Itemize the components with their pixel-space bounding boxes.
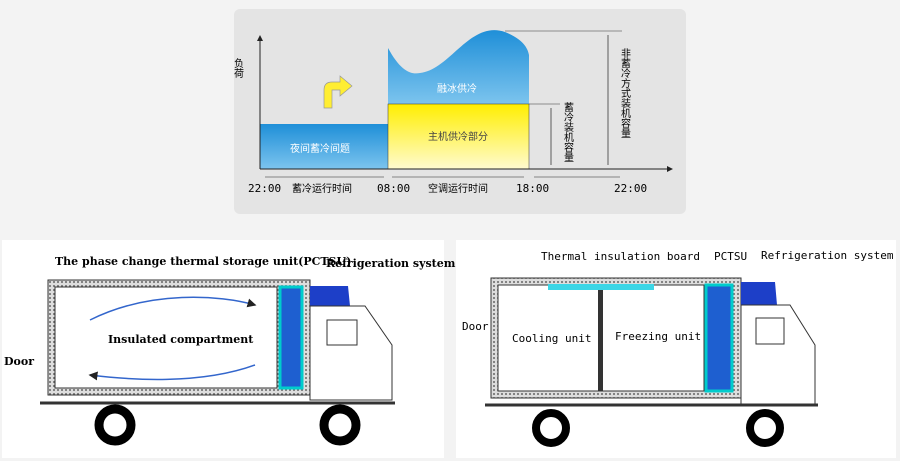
chiller-area — [387, 103, 530, 170]
yellow-arrow-icon — [323, 75, 353, 109]
refrigeration-unit — [310, 286, 350, 306]
storage-period-label: 蓄冷运行时间 — [292, 182, 352, 195]
truck-diagram-2: Thermal insulation board PCTSU Refrigera… — [456, 240, 896, 458]
load-chart-panel: 负荷 夜间蓄冷间题 融冰供冷 主机供冷部分 蓄冷装机容量 非蓄冷方式装机容量 2… — [232, 9, 686, 214]
insulation-board — [548, 284, 654, 290]
cooling-label: Cooling unit — [512, 332, 591, 345]
chiller-label: 主机供冷部分 — [428, 130, 488, 143]
night-storage-label: 夜间蓄冷间题 — [290, 142, 350, 155]
y-axis-label: 负荷 — [232, 57, 244, 79]
wheel — [319, 404, 361, 446]
pctsu-unit — [278, 285, 304, 390]
ice-melt-label: 融冰供冷 — [437, 82, 477, 95]
door-label: Door — [462, 320, 489, 333]
pctsu-label: PCTSU — [714, 250, 747, 263]
door-label: Door — [4, 355, 34, 368]
non-storage-capacity-label: 非蓄冷方式装机容量 — [619, 48, 631, 138]
compartment-label: Insulated compartment — [108, 333, 254, 346]
refrigeration-label: Refrigeration system — [761, 249, 894, 262]
time-tick: 22:00 — [248, 182, 281, 195]
truck-diagram-1: The phase change thermal storage unit(PC… — [2, 240, 456, 458]
storage-capacity-label: 蓄冷装机容量 — [562, 102, 574, 162]
freezing-label: Freezing unit — [615, 330, 701, 343]
pctsu-unit — [704, 283, 734, 393]
board-label: Thermal insulation board — [541, 250, 700, 263]
time-tick: 18:00 — [516, 182, 549, 195]
wheel — [94, 404, 136, 446]
refrigeration-unit — [741, 282, 777, 305]
ice-melt-area — [388, 30, 529, 104]
wheel — [746, 409, 784, 447]
time-tick: 22:00 — [614, 182, 647, 195]
pctsu-title: The phase change thermal storage unit(PC… — [55, 255, 351, 268]
wheel — [532, 409, 570, 447]
night-storage-area — [260, 124, 388, 169]
time-tick: 08:00 — [377, 182, 410, 195]
ac-period-label: 空调运行时间 — [428, 182, 488, 195]
refrigeration-label: Refrigeration system — [326, 257, 456, 270]
